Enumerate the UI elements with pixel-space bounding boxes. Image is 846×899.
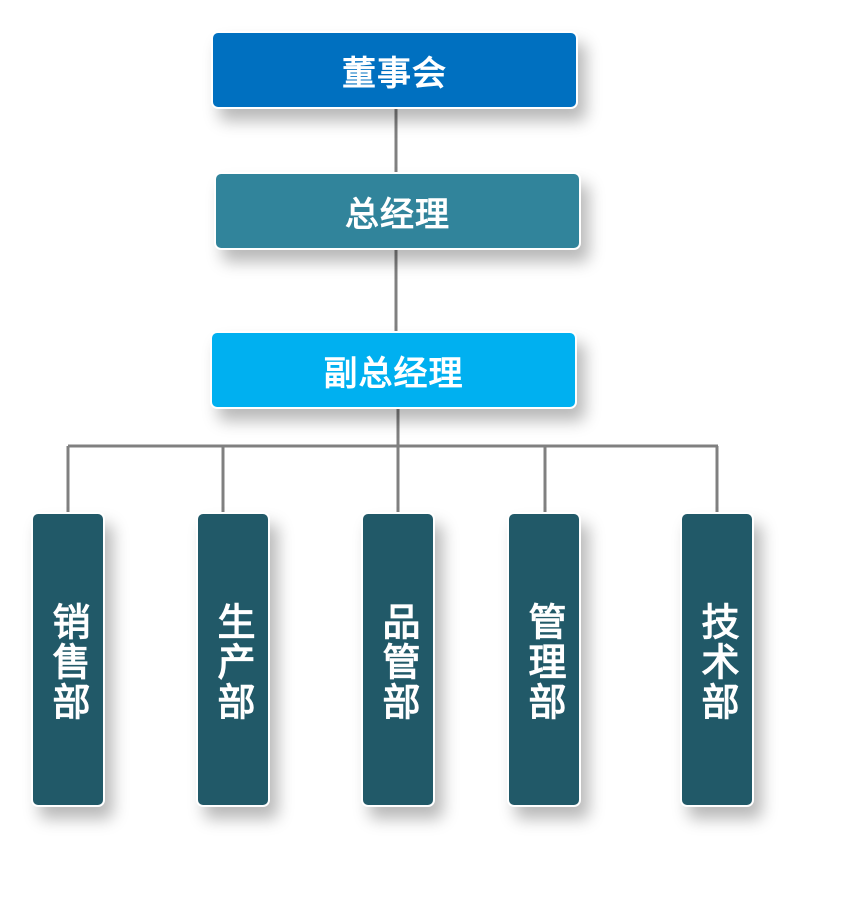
- deputy-general-manager-node: 副总经理: [210, 331, 577, 409]
- department-tech-label: 技术部: [695, 601, 739, 722]
- department-admin-node: 管理部: [507, 512, 581, 807]
- board-of-directors-node: 董事会: [211, 31, 578, 109]
- department-admin-label: 管理部: [522, 601, 566, 722]
- deputy-general-manager-label: 副总经理: [323, 353, 464, 394]
- department-production-label: 生产部: [211, 601, 255, 722]
- general-manager-label: 总经理: [345, 194, 450, 235]
- department-quality-label: 品管部: [376, 601, 420, 722]
- general-manager-node: 总经理: [214, 172, 581, 250]
- department-tech-node: 技术部: [680, 512, 754, 807]
- department-quality-node: 品管部: [361, 512, 435, 807]
- department-production-node: 生产部: [196, 512, 270, 807]
- board-of-directors-label: 董事会: [342, 53, 447, 94]
- department-sales-label: 销售部: [46, 601, 90, 722]
- department-sales-node: 销售部: [31, 512, 105, 807]
